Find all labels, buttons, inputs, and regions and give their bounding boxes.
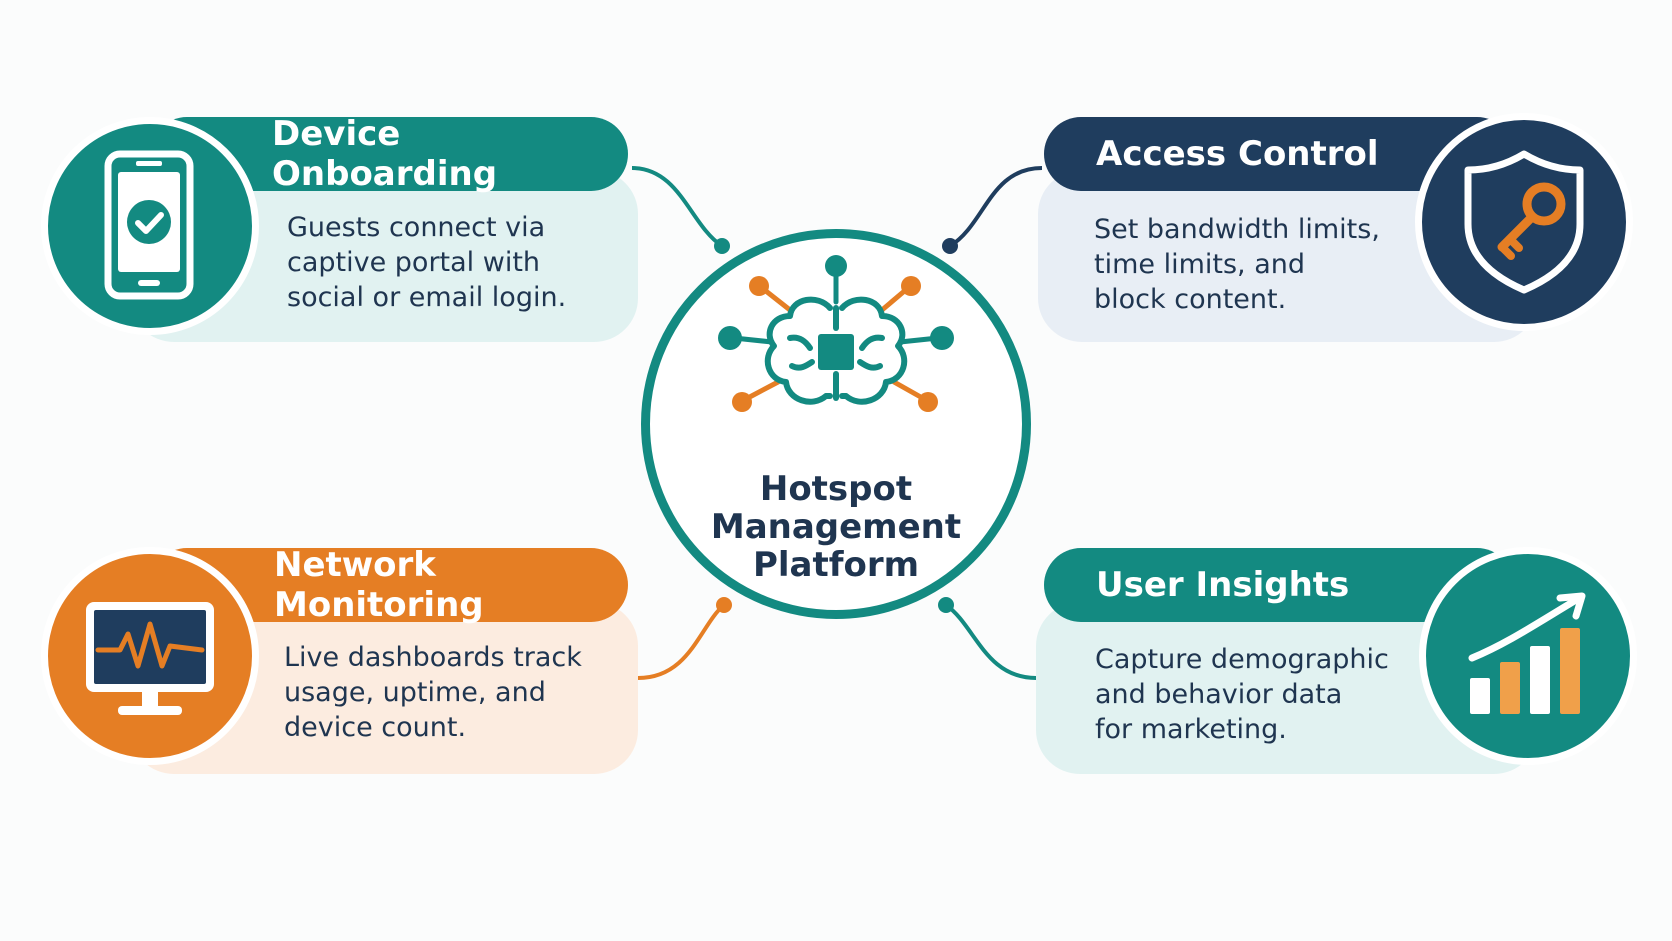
device-onboarding-description: Guests connect via captive portal with s…: [287, 212, 567, 313]
user-insights-description: Capture demographic and behavior data fo…: [1095, 644, 1389, 745]
monitor-pulse-icon: [86, 602, 214, 715]
connector-user-insights: [944, 603, 1037, 680]
user-insights-icon-badge: [1419, 547, 1637, 765]
network-monitoring-description: Live dashboards track usage, uptime, and…: [284, 642, 582, 743]
center-hub: Hotspot Management Platform: [641, 229, 1031, 619]
connector-dot-access-control: [942, 238, 958, 254]
device-onboarding-title: Device Onboarding: [150, 114, 628, 194]
shield-key-icon: [1464, 150, 1584, 294]
connector-dot-device-onboarding: [714, 238, 730, 254]
connector-dot-user-insights: [938, 597, 954, 613]
access-control-description: Set bandwidth limits, time limits, and b…: [1094, 214, 1380, 315]
network-monitoring-icon-badge: [41, 547, 259, 765]
connector-access-control: [948, 166, 1043, 248]
smartphone-check-icon: [104, 150, 194, 300]
connector-device-onboarding: [631, 166, 724, 248]
connector-network-monitoring: [637, 603, 726, 680]
center-hub-title: Hotspot Management Platform: [710, 469, 962, 585]
connector-dot-network-monitoring: [716, 597, 732, 613]
bar-chart-growth-icon: [1468, 592, 1586, 714]
access-control-icon-badge: [1415, 113, 1633, 331]
device-onboarding-icon-badge: [41, 117, 259, 335]
brain-chip-network-icon: [718, 255, 954, 412]
